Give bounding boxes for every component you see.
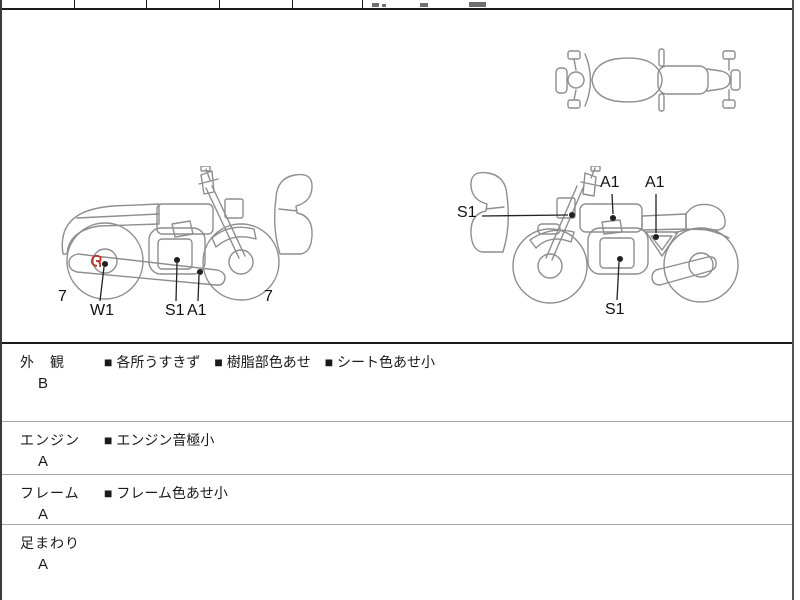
row-label: 足まわり bbox=[20, 535, 80, 551]
row-grade: B bbox=[38, 375, 49, 392]
row-notes: ■ 各所うすきず ■ 樹脂部色あせ ■ シート色あせ小 bbox=[104, 354, 436, 370]
condition-table: 外 観 B ■ 各所うすきず ■ 樹脂部色あせ ■ シート色あせ小 エンジン A… bbox=[0, 342, 794, 600]
left-bike-s1-label: S1 bbox=[165, 302, 185, 319]
row-label: 外 観 bbox=[20, 354, 65, 370]
left-bike-diagram bbox=[61, 166, 313, 301]
right-bike-s1-front-label: S1 bbox=[457, 204, 477, 221]
header-cell-divider bbox=[362, 0, 363, 8]
clipped-text-fragment bbox=[469, 2, 486, 7]
left-bike-corner-mark-left: 7 bbox=[58, 288, 67, 305]
clipped-header-row bbox=[0, 0, 794, 10]
right-bike-a1-side-label: A1 bbox=[645, 174, 665, 191]
clipped-text-fragment bbox=[372, 3, 379, 7]
row-label: エンジン bbox=[20, 432, 80, 448]
header-cell-divider bbox=[146, 0, 147, 8]
row-grade: A bbox=[38, 556, 49, 573]
row-label: フレーム bbox=[20, 485, 80, 501]
right-bike-diagram bbox=[470, 166, 739, 304]
top-view-bike-diagram bbox=[555, 48, 741, 112]
row-grade: A bbox=[38, 506, 49, 523]
header-cell-divider bbox=[74, 0, 75, 8]
header-cell-divider bbox=[219, 0, 220, 8]
right-bike-a1-tank-label: A1 bbox=[600, 174, 620, 191]
right-bike-s1-engine-label: S1 bbox=[605, 301, 625, 318]
left-bike-w1-label: W1 bbox=[90, 302, 114, 319]
condition-row-engine: エンジン A ■ エンジン音極小 bbox=[0, 422, 794, 475]
condition-row-frame: フレーム A ■ フレーム色あせ小 bbox=[0, 475, 794, 525]
row-notes: ■ エンジン音極小 bbox=[104, 432, 215, 448]
row-grade: A bbox=[38, 453, 49, 470]
condition-row-exterior: 外 観 B ■ 各所うすきず ■ 樹脂部色あせ ■ シート色あせ小 bbox=[0, 344, 794, 422]
clipped-text-fragment bbox=[382, 4, 386, 7]
page-border-right bbox=[792, 0, 794, 600]
clipped-text-fragment bbox=[420, 3, 428, 7]
condition-row-undercarriage: 足まわり A bbox=[0, 525, 794, 600]
left-bike-a1-label: A1 bbox=[187, 302, 207, 319]
page-border-left bbox=[0, 0, 2, 600]
row-notes: ■ フレーム色あせ小 bbox=[104, 485, 228, 501]
left-bike-corner-mark-right: 7 bbox=[264, 288, 273, 305]
header-cell-divider bbox=[292, 0, 293, 8]
